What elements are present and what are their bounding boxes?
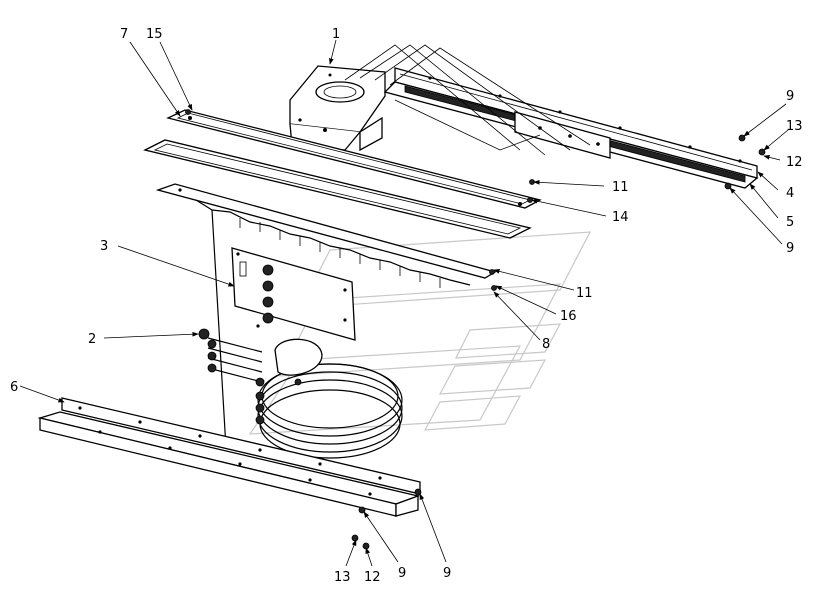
callout-15: 15	[146, 27, 163, 42]
callout-3: 3	[100, 239, 108, 254]
callout-9-right: 9	[786, 241, 794, 256]
callout-11-lower: 11	[576, 286, 593, 301]
callout-8: 8	[542, 337, 550, 352]
part-6-lower-rail	[37, 397, 421, 517]
callout-13-bottom: 13	[334, 570, 351, 585]
callout-12-bottom: 12	[364, 570, 381, 585]
callout-5: 5	[786, 215, 794, 230]
callout-7: 7	[120, 27, 128, 42]
callout-labels: 1 7 15 9 13 12 4 5 9 11 14 3 11 16 8 2 6…	[10, 27, 803, 585]
leader-lines	[19, 39, 789, 567]
watermark-logo	[248, 231, 592, 435]
callout-4: 4	[786, 186, 794, 201]
part-3-control-panel	[231, 247, 356, 341]
callout-13-top-right: 13	[786, 119, 803, 134]
callout-11-upper: 11	[612, 180, 629, 195]
upper-right-channel-rail	[344, 44, 759, 189]
callout-9-bottom-right: 9	[443, 566, 451, 581]
lower-plate	[155, 183, 497, 279]
callout-9-bottom-left: 9	[398, 566, 406, 581]
callout-1: 1	[332, 27, 340, 42]
callout-6: 6	[10, 380, 18, 395]
callout-9-top-right: 9	[786, 89, 794, 104]
part-15-gasket	[143, 139, 532, 239]
part-1-mounting-bracket	[289, 65, 386, 152]
callout-2: 2	[88, 332, 96, 347]
callout-14: 14	[612, 210, 629, 225]
part-2-heating-coil	[198, 328, 403, 459]
callout-16: 16	[560, 309, 577, 324]
callout-12-top-right: 12	[786, 155, 803, 170]
